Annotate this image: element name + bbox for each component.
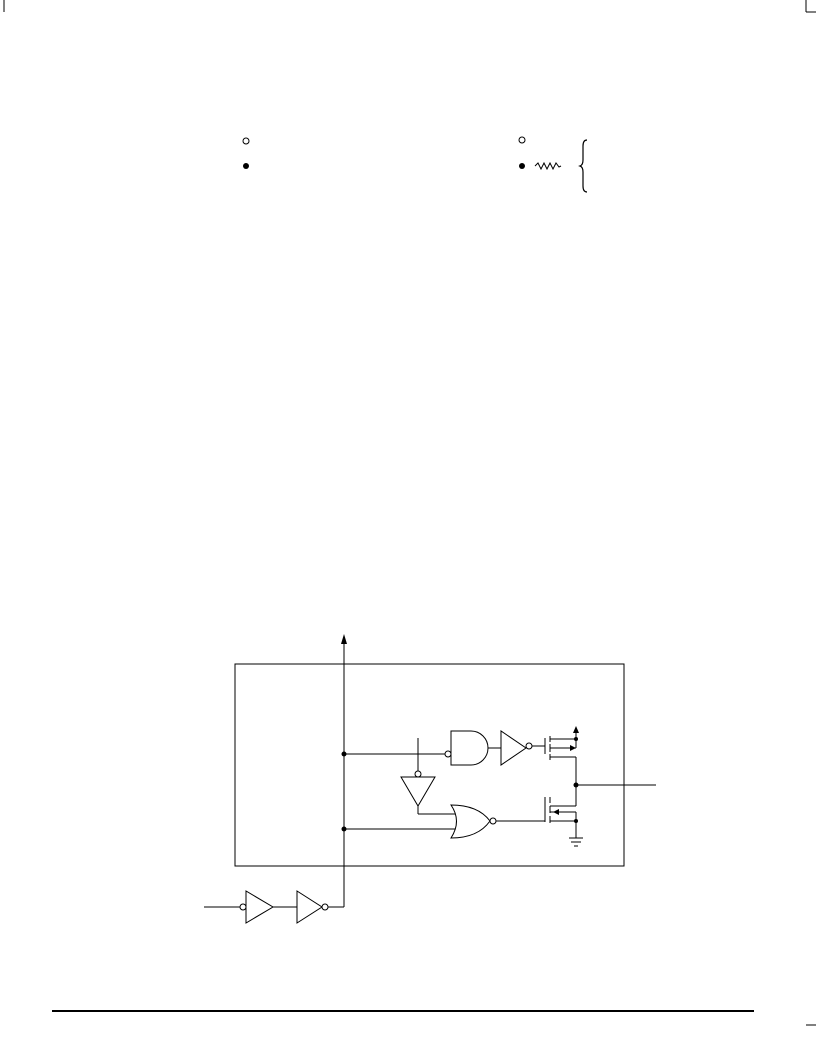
pmos-transistor xyxy=(544,726,579,760)
enable-buffer-icon xyxy=(400,776,436,807)
crop-mark-top-right xyxy=(805,0,816,13)
bus-up-arrow-icon xyxy=(341,634,347,644)
ground-icon xyxy=(569,837,583,847)
curly-brace-icon xyxy=(578,139,588,193)
enable-bubble-icon xyxy=(414,770,422,778)
legend-hollow-circle-left xyxy=(242,137,250,145)
block-boundary xyxy=(234,663,625,867)
nand-inverter-icon xyxy=(500,730,527,766)
nand-gate-icon xyxy=(450,730,489,766)
nand-inverter-bubble-icon xyxy=(525,742,533,750)
vcc-arrow-icon xyxy=(573,726,579,733)
inverter-2-bubble-icon xyxy=(321,903,329,911)
legend-symbols xyxy=(242,136,588,193)
inverter-1-bubble-icon xyxy=(239,903,247,911)
nand-input-bubble-icon xyxy=(444,750,452,758)
nmos-transistor xyxy=(544,797,578,838)
nor-gate-icon xyxy=(450,804,491,839)
legend-filled-circle-left xyxy=(243,163,249,169)
legend-filled-circle-right xyxy=(519,163,525,169)
inverter-1-icon xyxy=(245,890,274,924)
resistor-icon xyxy=(534,161,562,171)
legend-hollow-circle-right xyxy=(518,136,526,144)
inverter-2-icon xyxy=(296,890,323,924)
nor-output-bubble-icon xyxy=(489,817,497,825)
output-block-diagram xyxy=(204,634,656,924)
